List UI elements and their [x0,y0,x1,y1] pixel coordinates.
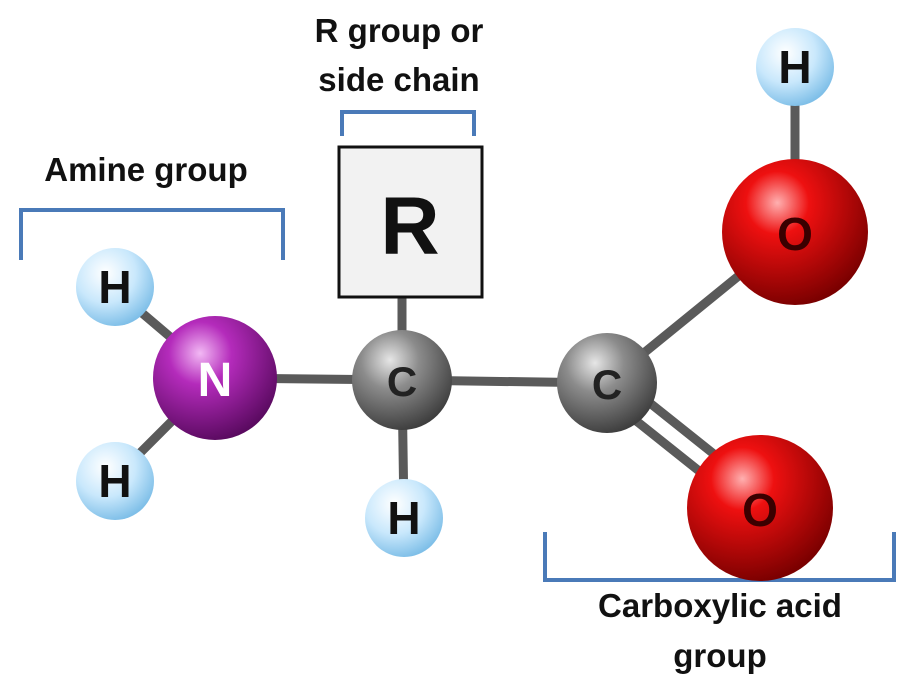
hydrogen-label-amine-bottom: H [98,455,131,507]
hydrogen-label-hydroxyl: H [778,41,811,93]
r-group-label-line2: side chain [318,61,479,98]
hydrogen-atom-alpha: H [365,479,443,557]
oxygen-atom-hydroxyl: O [722,159,868,305]
r-group-label-line1: R group or [315,12,484,49]
carboxyl-group-label-line1: Carboxylic acid [598,587,842,624]
amine-group-label: Amine group [44,151,248,188]
carbon-atom-carboxyl: C [557,333,657,433]
r-group-bracket [340,110,476,136]
nitrogen-atom: N [153,316,277,440]
r-group-letter: R [380,181,439,272]
hydrogen-atom-amine-bottom: H [76,442,154,520]
nitrogen-label: N [198,354,233,407]
hydrogen-atom-hydroxyl: H [756,28,834,106]
carbon-atom-alpha: C [352,330,452,430]
hydrogen-label-alpha: H [387,492,420,544]
r-group-box [337,145,484,299]
carbon-label-alpha: C [387,358,417,405]
oxygen-label-carbonyl: O [742,484,778,536]
carboxyl-group-label-line2: group [673,637,766,674]
carboxyl-bracket [543,532,896,582]
amine-bracket [19,208,285,260]
oxygen-atom-carbonyl: O [687,435,833,581]
carbon-label-carboxyl: C [592,361,622,408]
hydrogen-label-amine-top: H [98,261,131,313]
oxygen-label-hydroxyl: O [777,208,813,260]
hydrogen-atom-amine-top: H [76,248,154,326]
